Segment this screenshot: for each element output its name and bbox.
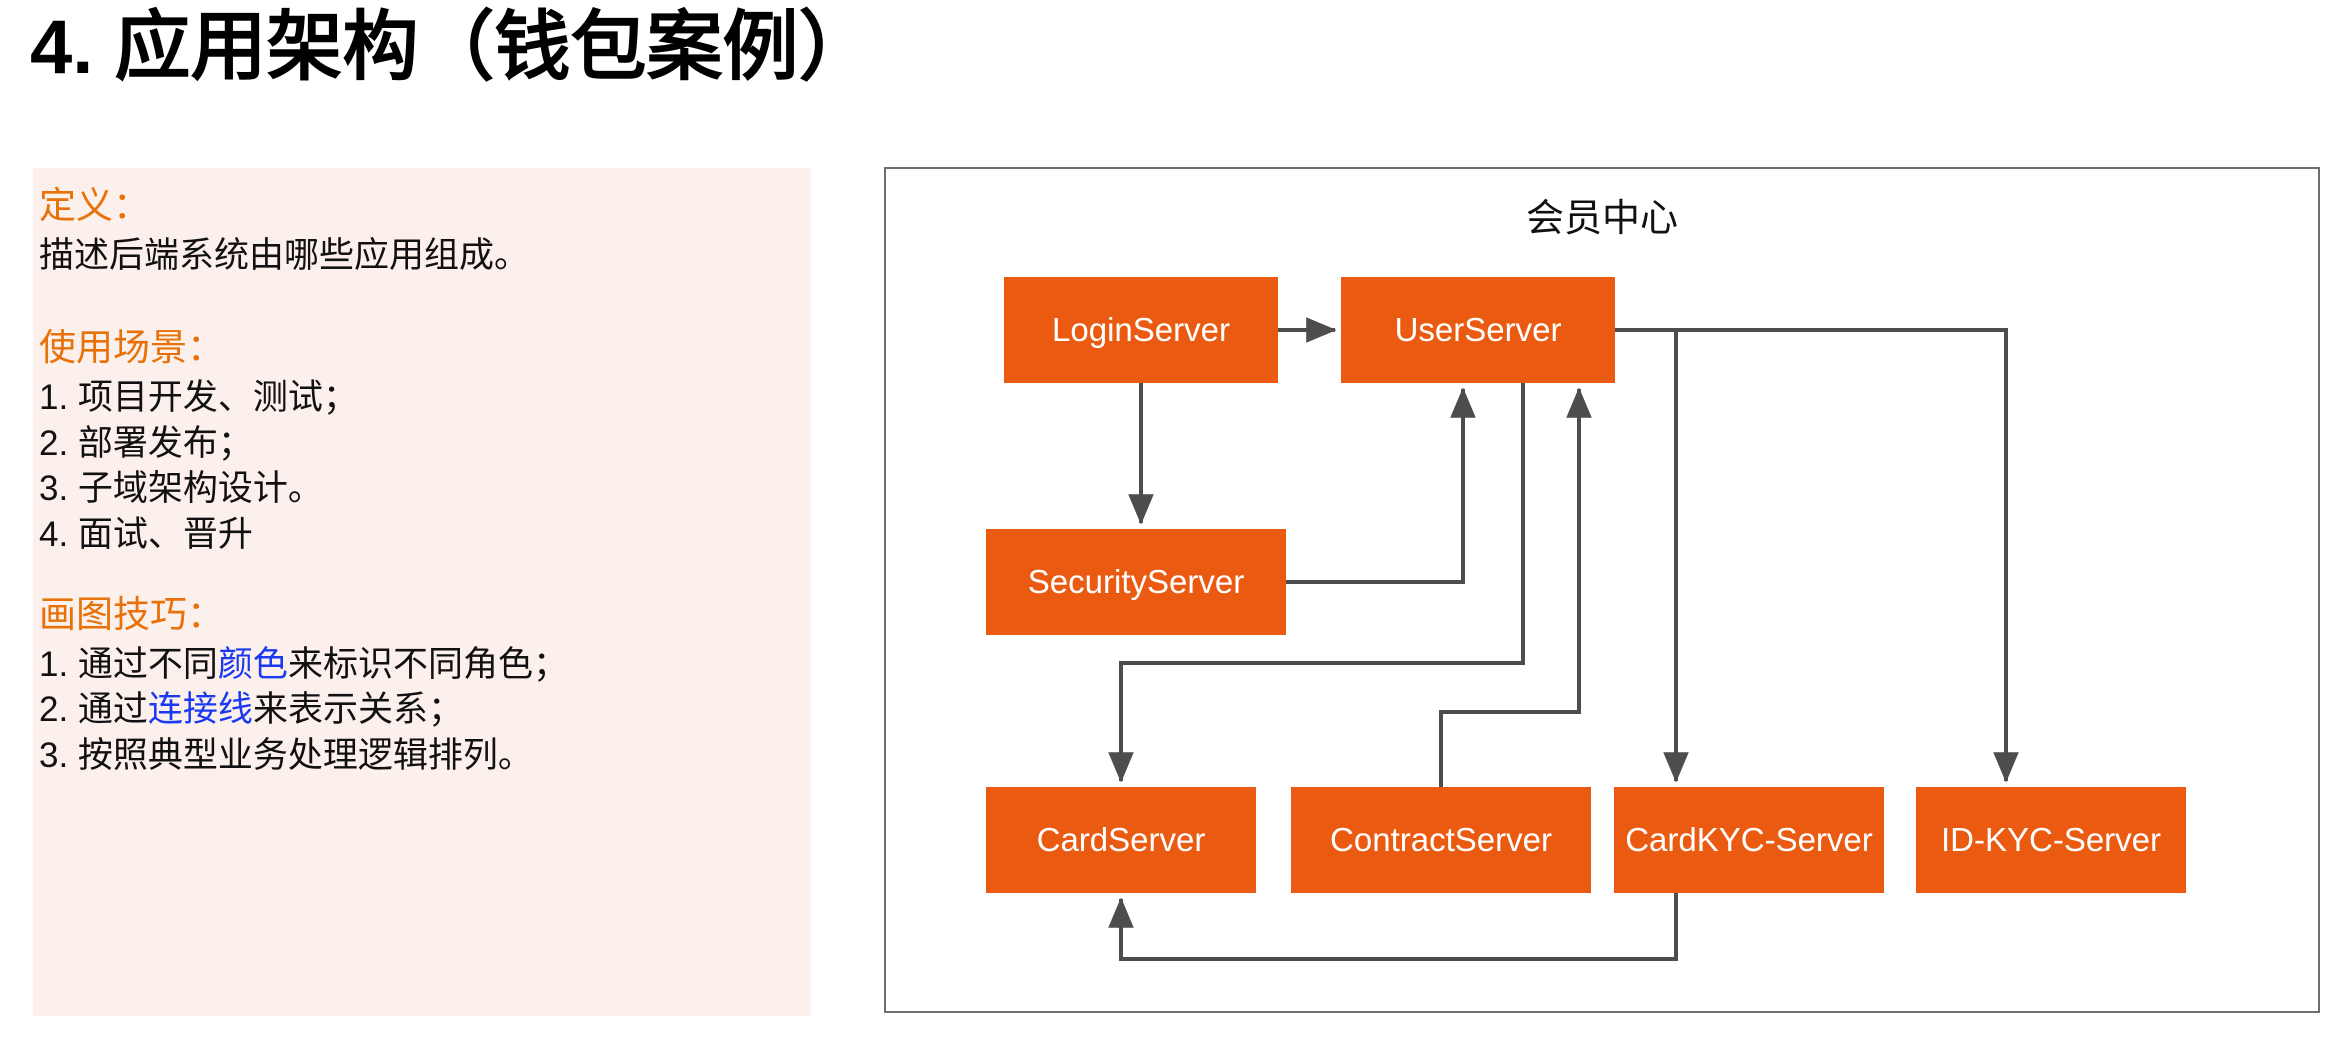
node-security-server[interactable]: SecurityServer xyxy=(986,529,1286,635)
edge-security-to-user xyxy=(1286,387,1476,584)
architecture-diagram: 会员中心 LoginServer UserServer Sec xyxy=(884,167,2320,1013)
highlighted-term: 颜色 xyxy=(217,644,288,684)
tip-text: 来表示关系； xyxy=(252,690,463,730)
use-case-item-4: 4. 面试、晋升 xyxy=(39,514,253,554)
node-user-server[interactable]: UserServer xyxy=(1341,277,1615,383)
diagram-connectors xyxy=(1108,317,2019,961)
spacer xyxy=(39,557,791,591)
tip-text: 1. 通过不同 xyxy=(39,644,218,684)
node-idkyc-server[interactable]: ID-KYC-Server xyxy=(1916,787,2186,893)
drawing-tip-item-2: 2. 通过连接线来表示关系； xyxy=(39,687,791,733)
edge-user-to-cardkyc xyxy=(1615,328,1689,783)
use-case-item-1: 1. 项目开发、测试； xyxy=(39,378,358,418)
drawing-tip-item-1: 1. 通过不同颜色来标识不同角色； xyxy=(39,642,791,688)
drawing-tip-item-3: 3. 按照典型业务处理逻辑排列。 xyxy=(39,733,791,779)
node-login-server[interactable]: LoginServer xyxy=(1004,277,1278,383)
section-heading-drawing-tips: 画图技巧： xyxy=(39,594,224,636)
spacer xyxy=(39,278,791,324)
use-case-item-3: 3. 子域架构设计。 xyxy=(39,469,323,509)
diagram-title: 会员中心 xyxy=(1525,198,1678,240)
tip-text: 3. 按照典型业务处理逻辑排列。 xyxy=(39,735,533,775)
edge-user-to-card xyxy=(1108,383,1525,783)
section-heading-definition: 定义： xyxy=(39,185,150,226)
section-heading-use-cases: 使用场景： xyxy=(39,327,224,369)
page-title: 4. 应用架构（钱包案例） xyxy=(30,5,875,90)
definition-text: 描述后端系统由哪些应用组成。 xyxy=(39,235,530,275)
definition-panel: 定义： 描述后端系统由哪些应用组成。 使用场景： 1. 项目开发、测试； 2. … xyxy=(33,168,811,1016)
use-case-item-2: 2. 部署发布； xyxy=(39,423,253,463)
node-cardkyc-server[interactable]: CardKYC-Server xyxy=(1614,787,1884,893)
highlighted-term: 连接线 xyxy=(147,690,253,730)
node-contract-server[interactable]: ContractServer xyxy=(1291,787,1591,893)
edge-cardkyc-to-card xyxy=(1108,893,1678,961)
node-card-server[interactable]: CardServer xyxy=(986,787,1256,893)
edge-contract-to-user xyxy=(1439,387,1592,787)
tip-text: 来标识不同角色； xyxy=(287,644,568,684)
tip-text: 2. 通过 xyxy=(39,690,148,730)
edge-user-to-idkyc xyxy=(1615,328,2019,783)
